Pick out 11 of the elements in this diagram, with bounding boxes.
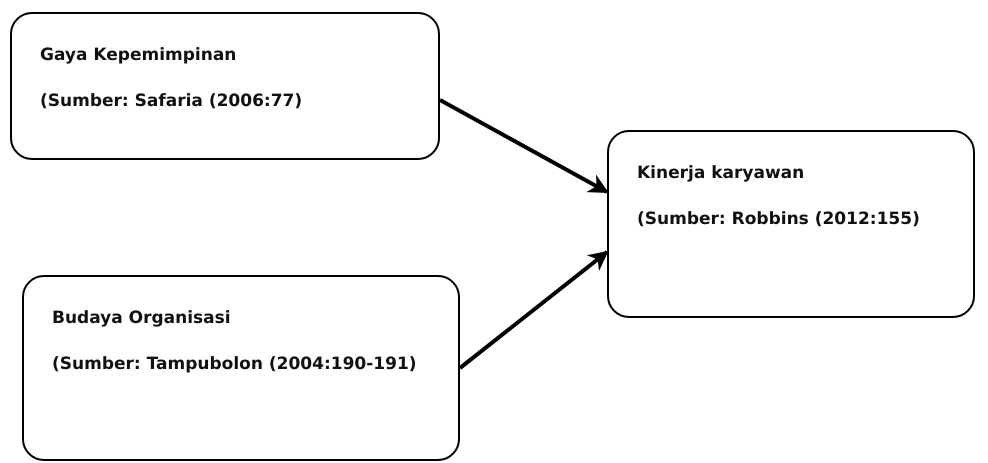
arrow	[458, 250, 609, 370]
arrow	[439, 98, 609, 194]
source-citation: (Sumber: Safaria (2006:77)	[40, 90, 304, 114]
concept-title: Gaya Kepemimpinan	[40, 44, 238, 67]
concept-box	[607, 130, 975, 318]
concept-title: Kinerja karyawan	[637, 162, 806, 185]
source-citation: (Sumber: Tampubolon (2004:190-191)	[52, 353, 418, 376]
concept-box	[10, 12, 440, 160]
source-citation: (Sumber: Robbins (2012:155)	[637, 208, 921, 232]
concept-box	[22, 275, 460, 461]
concept-title: Budaya Organisasi	[52, 307, 232, 330]
